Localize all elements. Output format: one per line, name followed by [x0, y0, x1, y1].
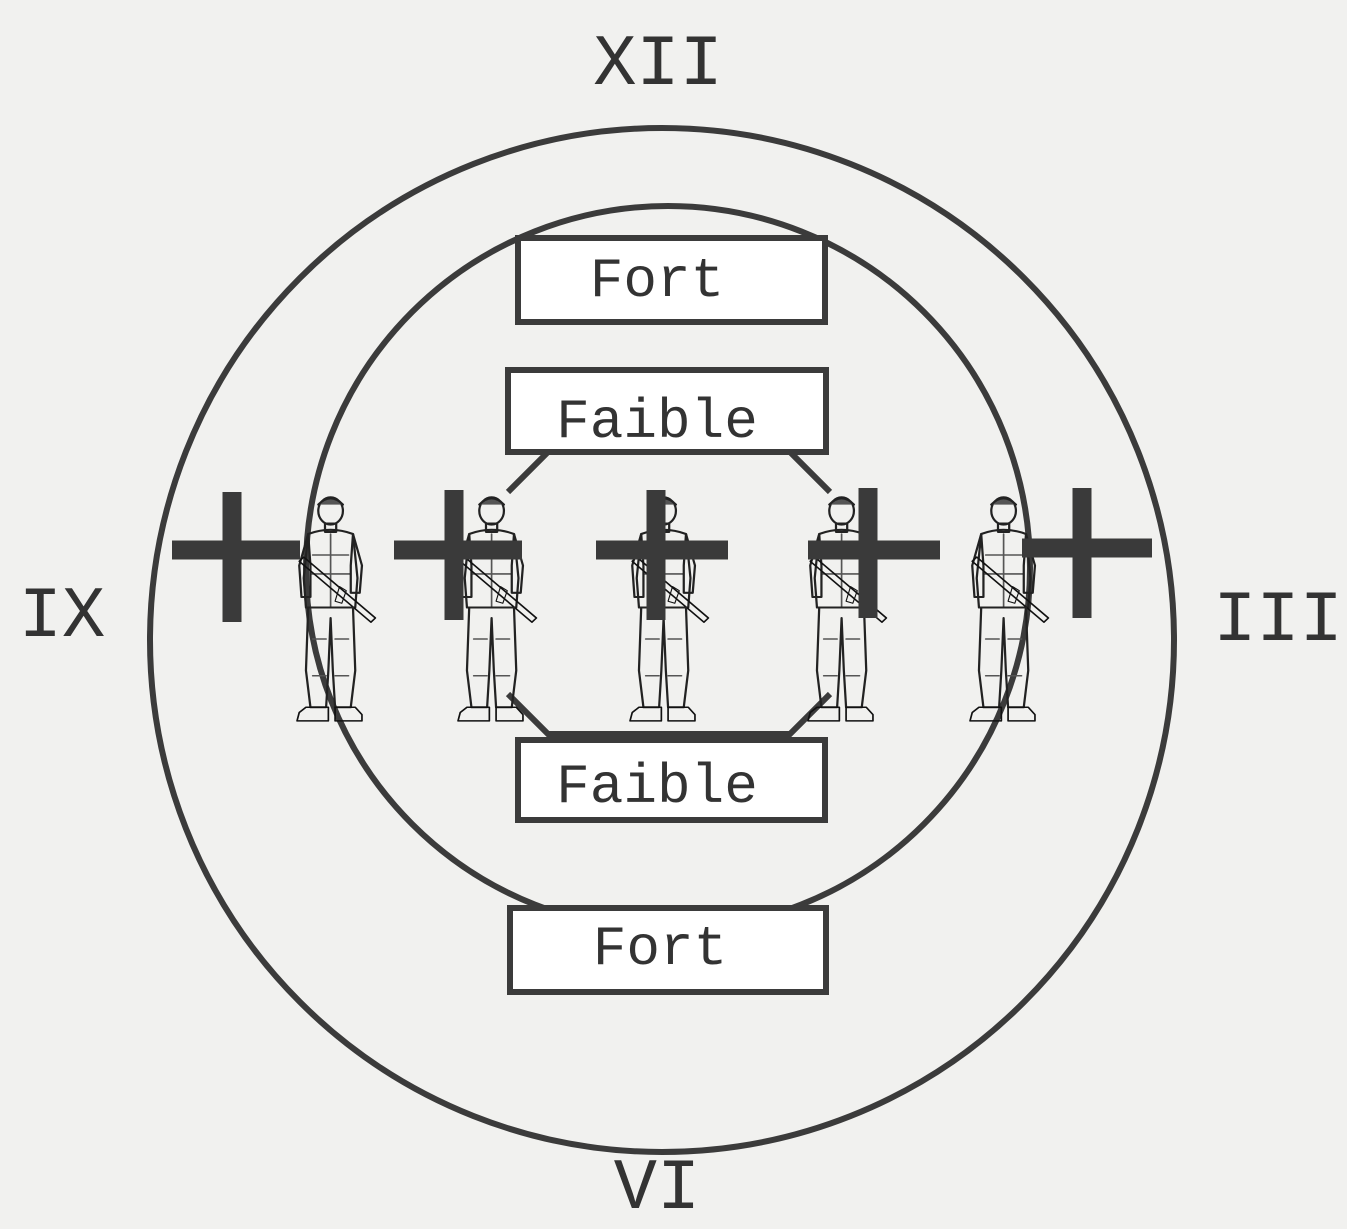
soldier-figure-2 — [456, 496, 538, 723]
clock-ix-label: IX — [19, 576, 105, 658]
outer-ring — [147, 125, 1177, 1155]
crosshair-4 — [808, 488, 940, 618]
fort-top-box: Fort — [515, 235, 828, 325]
clock-vi-label: VI — [614, 1148, 700, 1229]
fort-bottom-label: Fort — [593, 917, 727, 981]
soldier-figure-3 — [628, 496, 710, 723]
innermost-ring-bottom — [505, 691, 833, 737]
fort-top-label: Fort — [590, 249, 724, 313]
faible-bottom-box: Faible — [515, 737, 828, 823]
clock-iii-label: III — [1213, 580, 1343, 662]
fort-bottom-box: Fort — [507, 905, 829, 995]
crosshair-1 — [172, 492, 300, 622]
crosshair-5 — [1022, 488, 1152, 618]
crosshair-2 — [394, 490, 522, 620]
faible-bottom-label: Faible — [556, 755, 758, 819]
innermost-ring-top — [505, 449, 833, 495]
faible-top-box: Faible — [505, 367, 829, 455]
clock-xii-label: XII — [593, 24, 723, 106]
faible-top-label: Faible — [556, 390, 758, 454]
crosshair-3 — [596, 490, 728, 620]
